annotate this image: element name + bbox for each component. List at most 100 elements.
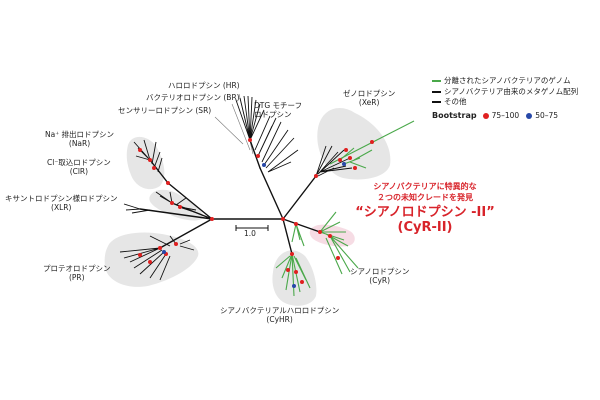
callout-line1: シアノバクテリアに特異的な [373,182,477,191]
bootstrap-title: Bootstrap [432,110,477,120]
bootstrap-red-dot [482,112,489,119]
label-nar-line2: (NaR) [68,139,91,148]
bootstrap-dot [290,252,294,256]
scale-bar-label: 1.0 [244,229,256,238]
bootstrap-dot [138,253,142,257]
bootstrap-dot [318,230,322,234]
label-leaders [214,93,254,155]
bootstrap-dot [210,217,214,221]
label-xlr: キサントロドプシン様ロドプシン (XLR) [5,194,118,212]
label-hr-text: ハロロドプシン (HR) [168,81,240,90]
cyhr-clade-bg [272,250,317,306]
trunk-up [259,167,284,220]
label-dtg-line2: ロドプシン [254,110,292,119]
bootstrap-dots [138,138,374,288]
bootstrap-dot [370,140,374,144]
bootstrap-dot [162,250,166,254]
bootstrap-dot [348,156,352,160]
legend-item-other: その他 [432,97,578,108]
pr-clade-bg [104,232,199,287]
bootstrap-dot [336,256,340,260]
hr-br-sr-fan [235,95,299,173]
trunk-right [282,175,317,220]
xer-fan [315,145,353,177]
cyr2-callout: シアノバクテリアに特異的な ２つの未知クレードを発見 “シアノロドプシン -II… [340,181,510,235]
bootstrap-dot [256,154,260,158]
bootstrap-dot [281,217,285,221]
label-br-text: バクテリオロドプシン (BR) [146,93,240,102]
bootstrap-dot [353,166,357,170]
label-br: バクテリオロドプシン (BR) [146,93,240,102]
bootstrap-dot [148,158,152,162]
label-clr-line2: (ClR) [69,167,89,176]
label-xer: ゼノロドプシン (XeR) [343,89,395,107]
bootstrap-dot [174,242,178,246]
callout-abbrev: (CyR-II) [397,220,453,235]
clr-fan [155,191,201,215]
bootstrap-dot [292,284,296,288]
label-cyr: シアノロドプシン (CyR) [350,267,409,285]
legend-label: シアノバクテリア由来のメタゲノム配列 [444,86,579,96]
bootstrap-dot [328,234,332,238]
trunk-left-pr [159,218,213,249]
legend-item-metagenome: シアノバクテリア由来のメタゲノム配列 [432,87,578,98]
label-sr-text: センサリーロドプシン (SR) [118,106,212,115]
label-pr: プロテオロドプシン (PR) [43,264,111,282]
bootstrap-range-mid: 50–75 [535,110,559,120]
legend-swatch-black [432,90,441,93]
label-dtg: DTG モチーフ ロドプシン [254,101,302,119]
label-pr-line1: プロテオロドプシン [43,264,111,273]
label-nar: Na⁺ 排出ロドプシン (NaR) [45,130,114,148]
sr-leader [214,116,244,145]
trunk-down [282,218,293,255]
legend-swatch-black [432,101,441,104]
clade-fans [119,95,353,281]
bootstrap-dot [166,181,170,185]
bootstrap-range-high: 75–100 [491,110,520,120]
tree-branches [139,139,321,255]
callout-title: “シアノロドプシン -II” [355,205,495,220]
nar-fan [133,139,163,173]
trunk-left-up [167,182,213,220]
bootstrap-dot [158,246,162,250]
bootstrap-dot [342,162,346,166]
bootstrap-dot [286,268,290,272]
bootstrap-dot [178,205,182,209]
bootstrap-dot [338,158,342,162]
trunk-cyr [282,218,321,233]
bootstrap-dot [138,148,142,152]
scale-bar [235,225,269,231]
bootstrap-dot [344,148,348,152]
cyr2-green-fan [291,223,305,247]
trunk-up-2 [249,139,261,169]
legend-swatch-green [432,80,441,83]
label-cyhr-line2: (CyHR) [266,315,293,324]
br-leader [231,103,251,151]
bootstrap-dot [148,260,152,264]
legend-label: 分離されたシアノバクテリアのゲノム [444,76,571,85]
bootstrap-dot [314,174,318,178]
label-xer-line1: ゼノロドプシン [343,89,396,98]
bootstrap-dot [300,280,304,284]
bootstrap-dot [294,222,298,226]
label-cyr-line1: シアノロドプシン [350,267,410,276]
label-clr-line1: Cl⁻取込ロドプシン [47,158,111,167]
legend-label: その他 [444,97,467,106]
legend-item-isolated-genome: 分離されたシアノバクテリアのゲノム [432,76,578,87]
label-cyhr: シアノバクテリアルハロロドプシン (CyHR) [220,306,339,324]
label-nar-line1: Na⁺ 排出ロドプシン [45,130,115,139]
pr-fan [119,235,195,281]
bootstrap-dot [294,270,298,274]
bootstrap-dot [262,163,266,167]
label-xlr-line1: キサントロドプシン様ロドプシン [5,194,118,203]
label-cyhr-line1: シアノバクテリアルハロロドプシン [220,306,340,315]
label-xer-line2: (XeR) [358,98,380,107]
bootstrap-dot [248,138,252,142]
label-cyr-line2: (CyR) [369,276,391,285]
callout-line2: ２つの未知クレードを発見 [377,193,473,202]
label-sr: センサリーロドプシン (SR) [118,106,211,115]
label-hr: ハロロドプシン (HR) [168,81,240,90]
label-pr-line2: (PR) [68,273,85,282]
legend: 分離されたシアノバクテリアのゲノム シアノバクテリア由来のメタゲノム配列 その他… [432,76,578,121]
